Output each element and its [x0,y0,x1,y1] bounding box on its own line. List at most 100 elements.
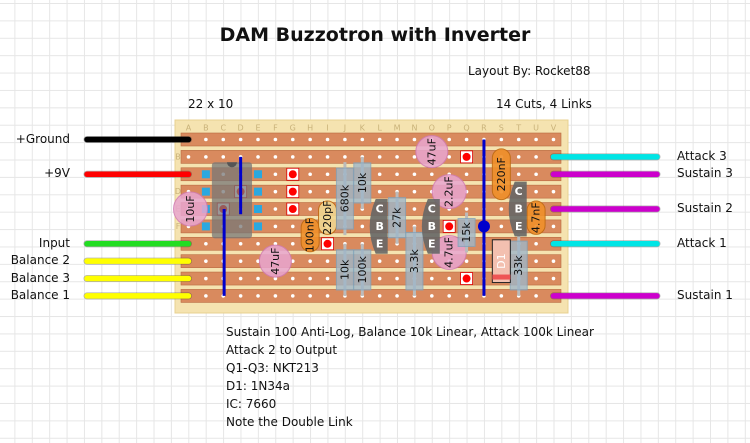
strip-hole [238,259,243,263]
author-credit: Layout By: Rocket88 [468,64,591,78]
strip-hole [290,155,295,159]
strip-hole [377,172,382,177]
pin-b-label: B [428,220,436,233]
strip-hole [256,241,260,246]
wire-label: Attack 1 [677,235,727,250]
capacitor-10uf-label: 10uF [184,195,197,222]
strip-hole [204,241,208,246]
strip-hole [534,276,538,281]
strip-hole [430,294,434,298]
column-letter: J [343,124,346,133]
strip-hole [290,294,295,298]
strip-hole [204,276,208,281]
strip-hole [534,241,538,246]
capacitor-220pf-label: 220pF [321,201,334,235]
pin-b-label: B [515,203,523,216]
transistor-q3 [508,181,527,237]
strip-hole [395,137,399,142]
pin-c-label: C [428,203,436,216]
strip-cut-mark [288,187,297,196]
strip-cut-mark [288,205,297,214]
strip-hole [377,294,382,298]
double-link-junction [477,220,490,233]
strip-hole [534,259,538,263]
strip-hole [412,155,417,159]
strip-hole [447,276,452,281]
strip-hole [395,276,399,281]
strip-hole [395,259,399,263]
strip-hole [377,155,382,159]
wire-label: Sustain 2 [677,201,733,216]
strip-hole [430,259,434,263]
resistor-15k-label: 15k [460,222,473,243]
transistor-q2 [421,199,440,254]
note-line: Attack 2 to Output [226,343,338,357]
strip-hole [273,189,278,194]
strip-hole [308,155,312,159]
strip-hole [464,137,469,142]
strip-hole [256,137,260,142]
resistor-10k-label: 10k [338,259,351,280]
column-letter: M [394,124,401,133]
strip-hole [464,294,469,298]
strip-hole [395,294,399,298]
strip-hole [290,137,295,142]
strip-hole [325,294,330,298]
strip-hole [325,172,330,177]
strip-hole [273,172,278,177]
note-line: IC: 7660 [226,397,277,411]
strip-hole [290,241,295,246]
column-letter: P [447,124,452,133]
strip-hole [290,276,295,281]
strip-hole [308,259,312,263]
strip-hole [499,207,504,211]
strip-hole [308,207,312,211]
strip-hole [534,155,538,159]
column-letter: E [255,124,260,133]
strip-hole [534,189,538,194]
column-letter: U [533,124,539,133]
strip-hole [273,207,278,211]
strip-hole [447,155,452,159]
strip-hole [464,207,469,211]
pin-e-label: E [428,237,436,250]
cuts-links-label: 14 Cuts, 4 Links [496,97,592,111]
strip-hole [221,137,226,142]
wire-label: +Ground [15,131,70,146]
strip-hole [551,259,556,263]
column-letter: A [186,124,192,133]
wire-label: +9V [44,166,70,181]
page-title: DAM Buzzotron with Inverter [219,24,531,46]
strip-hole [499,224,504,229]
strip-hole [204,137,208,142]
resistor-3-3k [405,231,424,291]
ic-pin [201,222,210,231]
strip-hole [290,259,295,263]
wire-label: Attack 3 [677,148,727,163]
capacitor-4-7nf-label: 4.7nF [530,202,543,233]
strip-hole [412,172,417,177]
strip-hole [308,276,312,281]
strip-hole [343,137,347,142]
wire-label: Balance 3 [10,270,70,285]
strip-hole [447,294,452,298]
column-letter: D [238,124,244,133]
strip-hole [325,137,330,142]
resistor-10k-label: 10k [356,172,369,193]
ic-7660 [211,162,253,239]
strip-hole [325,276,330,281]
resistor-27k [388,197,407,239]
note-line: Note the Double Link [226,415,353,429]
strip-hole [325,189,330,194]
resistor-27k-label: 27k [391,207,404,228]
column-letter: F [273,124,278,133]
strip-hole [534,172,538,177]
ic-notch [226,162,237,168]
row-letter: D [175,187,181,196]
strip-hole [551,276,556,281]
strip-hole [447,137,452,142]
resistor-3-3k-label: 3.3k [408,249,421,273]
note-line: Q1-Q3: NKT213 [226,361,319,375]
column-letter: N [411,124,417,133]
